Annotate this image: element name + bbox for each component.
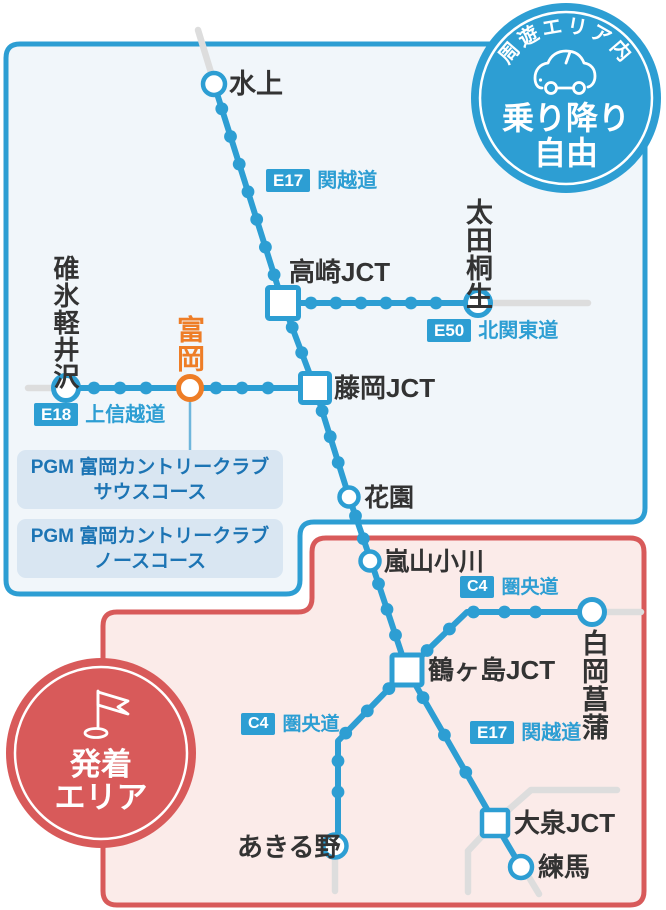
- c4-east-code: C4: [460, 576, 495, 598]
- station-label-ota-kiryu: 太田桐生: [462, 198, 492, 310]
- tour-badge-line1: 乗り降り: [501, 100, 631, 136]
- station-label-ranzan-ogawa: 嵐山小川: [384, 548, 485, 576]
- e17-north-code: E17: [266, 169, 311, 192]
- road-badge-c4-east: C4 圏央道: [460, 576, 558, 598]
- station-marker-minakami: [200, 70, 228, 98]
- station-marker-tomioka: [176, 374, 204, 402]
- departure-area-badge: [6, 658, 196, 848]
- station-label-fujioka-jct: 藤岡JCT: [334, 373, 436, 403]
- station-marker-takasaki-jct: [265, 285, 301, 321]
- departure-badge-ring: [13, 665, 189, 841]
- station-label-shiraoka-shobu: 白岡菖蒲: [578, 629, 608, 741]
- station-label-minakami: 水上: [229, 69, 283, 99]
- tour-badge-ring: [478, 10, 654, 186]
- golf-course-south-line2: サウスコース: [93, 481, 207, 503]
- e50-code: E50: [427, 319, 472, 342]
- e18-code: E18: [34, 403, 79, 426]
- station-marker-ota-kiryu: [463, 288, 493, 318]
- e17-north-name: 関越道: [317, 169, 378, 192]
- golf-course-card-north: PGM 富岡カントリークラブ ノースコース: [17, 519, 283, 578]
- station-markers: [51, 70, 607, 881]
- station-label-hanazono: 花園: [364, 484, 415, 512]
- line-beads: [87, 102, 542, 799]
- station-marker-ranzan-ogawa: [358, 549, 382, 573]
- road-badge-e18: E18 上信越道: [34, 403, 165, 426]
- station-label-usui-karuizawa: 碓氷軽井沢: [50, 255, 80, 390]
- station-marker-usui-karuizawa: [51, 373, 81, 403]
- c4-south-code: C4: [241, 713, 276, 735]
- station-marker-fujioka-jct: [298, 371, 332, 405]
- station-label-tomioka: 富岡: [174, 315, 205, 373]
- station-label-tsurugashima-jct: 鶴ヶ島JCT: [428, 655, 556, 685]
- station-label-takasaki-jct: 高崎JCT: [289, 257, 391, 287]
- station-marker-nerima: [507, 853, 535, 881]
- departure-badge-line1: 発着: [70, 747, 132, 782]
- e50-name: 北関東道: [478, 319, 559, 342]
- golf-course-card-south: PGM 富岡カントリークラブ サウスコース: [17, 450, 283, 509]
- flag-icon: [83, 689, 130, 739]
- e17-south-name: 関越道: [521, 721, 582, 744]
- c4-south-name: 圏央道: [282, 713, 340, 735]
- golf-course-south-line1: PGM 富岡カントリークラブ: [30, 456, 270, 478]
- station-marker-oizumi-jct: [479, 807, 511, 839]
- station-label-akiruno: あきる野: [237, 832, 341, 862]
- car-icon: [533, 49, 597, 95]
- road-badge-e17-south: E17 関越道: [470, 721, 581, 744]
- station-marker-shiraoka-shobu: [577, 597, 607, 627]
- station-marker-hanazono: [337, 485, 361, 509]
- departure-badge-line2: エリア: [54, 780, 148, 815]
- road-badge-e50: E50 北関東道: [427, 319, 558, 342]
- tour-badge-text: 乗り降り 自由: [502, 101, 630, 171]
- c4-east-name: 圏央道: [501, 576, 559, 598]
- station-label-nerima: 練馬: [538, 852, 591, 882]
- road-badge-e17-north: E17 関越道: [266, 169, 377, 192]
- station-marker-tsurugashima-jct: [389, 652, 425, 688]
- golf-course-north-line1: PGM 富岡カントリークラブ: [30, 525, 270, 547]
- e18-name: 上信越道: [85, 403, 166, 426]
- departure-badge-text: 発着 エリア: [55, 748, 148, 814]
- golf-course-north-line2: ノースコース: [93, 550, 207, 572]
- e17-south-code: E17: [470, 721, 515, 744]
- station-marker-akiruno: [321, 832, 349, 860]
- c4-segment-tsurugashima-akiruno: [335, 667, 410, 849]
- tour-badge-line2: 自由: [533, 135, 599, 171]
- road-badge-c4-south: C4 圏央道: [241, 713, 339, 735]
- station-label-oizumi-jct: 大泉JCT: [514, 808, 616, 838]
- tour-area-badge: 周遊エリア内: [471, 3, 661, 193]
